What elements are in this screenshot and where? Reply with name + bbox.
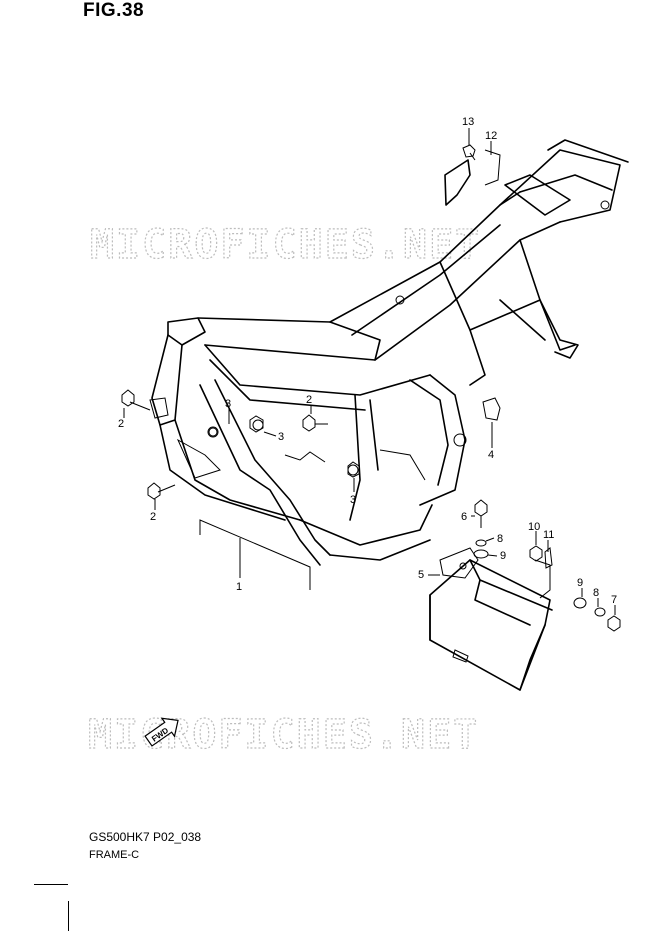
watermark-top: MICROFICHES.NET: [90, 222, 481, 268]
callout-5: 5: [418, 569, 424, 581]
callout-9-upper: 9: [500, 550, 506, 562]
callout-3-left: 3: [225, 398, 231, 410]
callout-12: 12: [485, 130, 497, 142]
callout-11: 11: [543, 529, 554, 541]
callout-13: 13: [462, 116, 474, 128]
callout-6: 6: [461, 511, 467, 523]
main-frame: [149, 139, 629, 566]
callout-2-upper-left: 2: [118, 418, 124, 430]
leader-lines: [123, 128, 616, 615]
callout-8-lower: 8: [593, 587, 599, 599]
callout-4: 4: [488, 449, 494, 461]
callout-1: 1: [236, 581, 242, 593]
corner-crop-mark: [34, 884, 69, 931]
model-code: GS500HK7 P02_038: [89, 830, 202, 844]
battery-case: [429, 547, 553, 691]
callout-2-center: 2: [306, 394, 312, 406]
callout-7: 7: [611, 594, 617, 606]
figure-title: FIG.38: [83, 0, 145, 21]
bolts-and-fittings: [121, 144, 621, 632]
callout-3-lower: 3: [350, 494, 356, 506]
callout-labels: 1 2 2 2 3 3 3 4 5 6 7 8 8 9 9 10 11 12 1…: [118, 116, 617, 606]
callout-9-lower: 9: [577, 577, 583, 589]
callout-10: 10: [528, 521, 540, 533]
callout-3-center: 3: [278, 431, 284, 443]
section-name: FRAME-C: [89, 849, 140, 861]
callout-2-lower-left: 2: [150, 511, 156, 523]
callout-8-upper: 8: [497, 533, 503, 545]
